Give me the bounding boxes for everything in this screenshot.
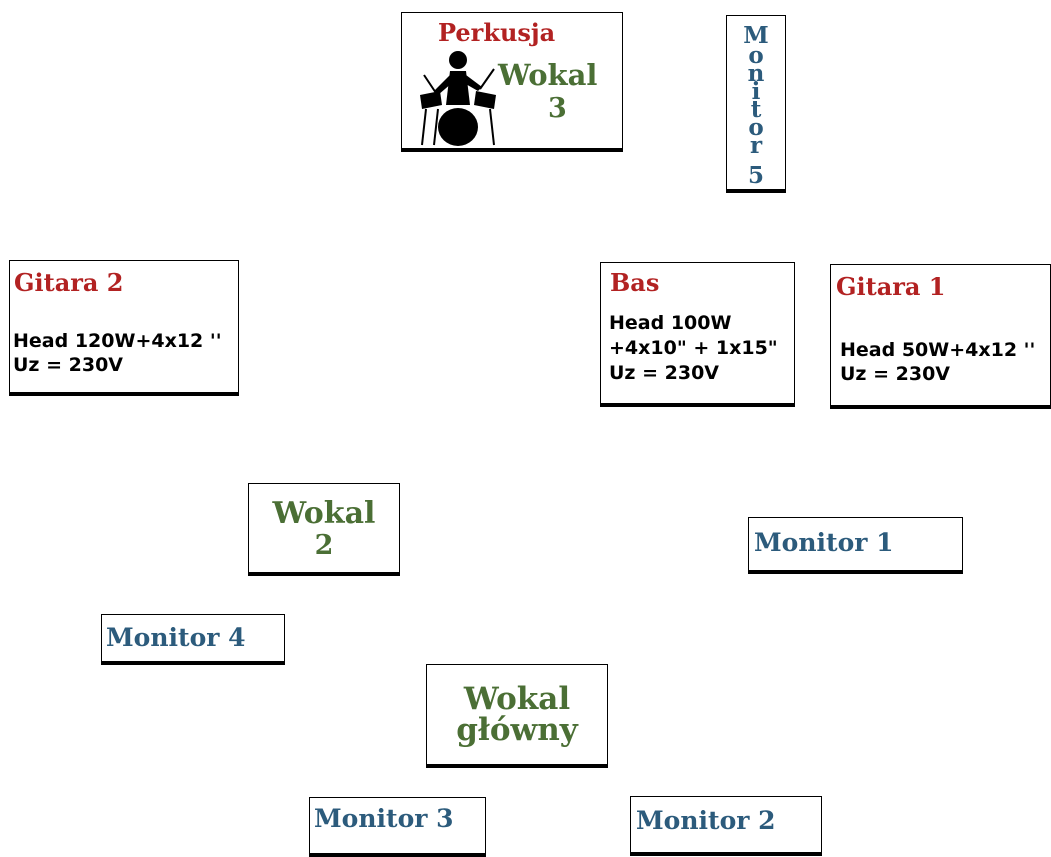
monitor5-char: 5: [747, 162, 764, 189]
monitor5-char: t: [750, 96, 762, 123]
monitor1-box: Monitor 1: [748, 517, 963, 574]
guitar1-title: Gitara 1: [836, 272, 946, 301]
vocal2-line2: 2: [314, 530, 334, 561]
drums-vocal-line1: Wokal: [498, 58, 598, 92]
monitor4-label: Monitor 4: [106, 623, 246, 652]
guitar2-spec-line2: Uz = 230V: [13, 354, 124, 376]
drummer-icon: [420, 51, 496, 146]
bass-spec-line2: +4x10" + 1x15": [609, 337, 778, 359]
monitor5-char: o: [748, 114, 764, 141]
monitor5-char: n: [747, 60, 765, 87]
vocal2-line1: Wokal: [272, 496, 376, 531]
monitor2-box: Monitor 2: [630, 796, 822, 856]
drums-title: Perkusja: [438, 18, 556, 47]
drums-vocal-line2: 3: [548, 93, 567, 124]
drums-box: Perkusja Wokal 3: [401, 12, 623, 152]
bass-spec-line1: Head 100W: [609, 312, 732, 334]
main-vocal-line1: Wokal: [463, 681, 571, 717]
monitor3-box: Monitor 3: [309, 797, 486, 857]
monitor5-char: M: [743, 22, 769, 49]
monitor4-box: Monitor 4: [101, 614, 285, 665]
bass-spec-line3: Uz = 230V: [609, 362, 720, 384]
guitar2-spec-line1: Head 120W+4x12 '': [13, 330, 222, 352]
guitar1-spec-line2: Uz = 230V: [840, 363, 951, 385]
monitor2-label: Monitor 2: [636, 806, 776, 835]
monitor5-char: i: [751, 78, 761, 105]
guitar1-spec-line1: Head 50W+4x12 '': [840, 339, 1036, 361]
bass-title: Bas: [610, 268, 660, 297]
monitor5-char: r: [749, 132, 763, 159]
monitor3-label: Monitor 3: [314, 804, 454, 833]
monitor5-box: M o n i t o r 5: [726, 15, 786, 193]
guitar2-title: Gitara 2: [14, 268, 124, 297]
vocal2-box: Wokal 2: [248, 483, 400, 576]
monitor5-char: o: [748, 42, 764, 69]
main-vocal-box: Wokal główny: [426, 664, 608, 768]
bass-box: Bas Head 100W +4x10" + 1x15" Uz = 230V: [600, 262, 795, 407]
guitar2-box: Gitara 2 Head 120W+4x12 '' Uz = 230V: [9, 260, 239, 396]
main-vocal-line2: główny: [456, 712, 578, 748]
monitor1-label: Monitor 1: [754, 528, 894, 557]
guitar1-box: Gitara 1 Head 50W+4x12 '' Uz = 230V: [830, 264, 1051, 409]
